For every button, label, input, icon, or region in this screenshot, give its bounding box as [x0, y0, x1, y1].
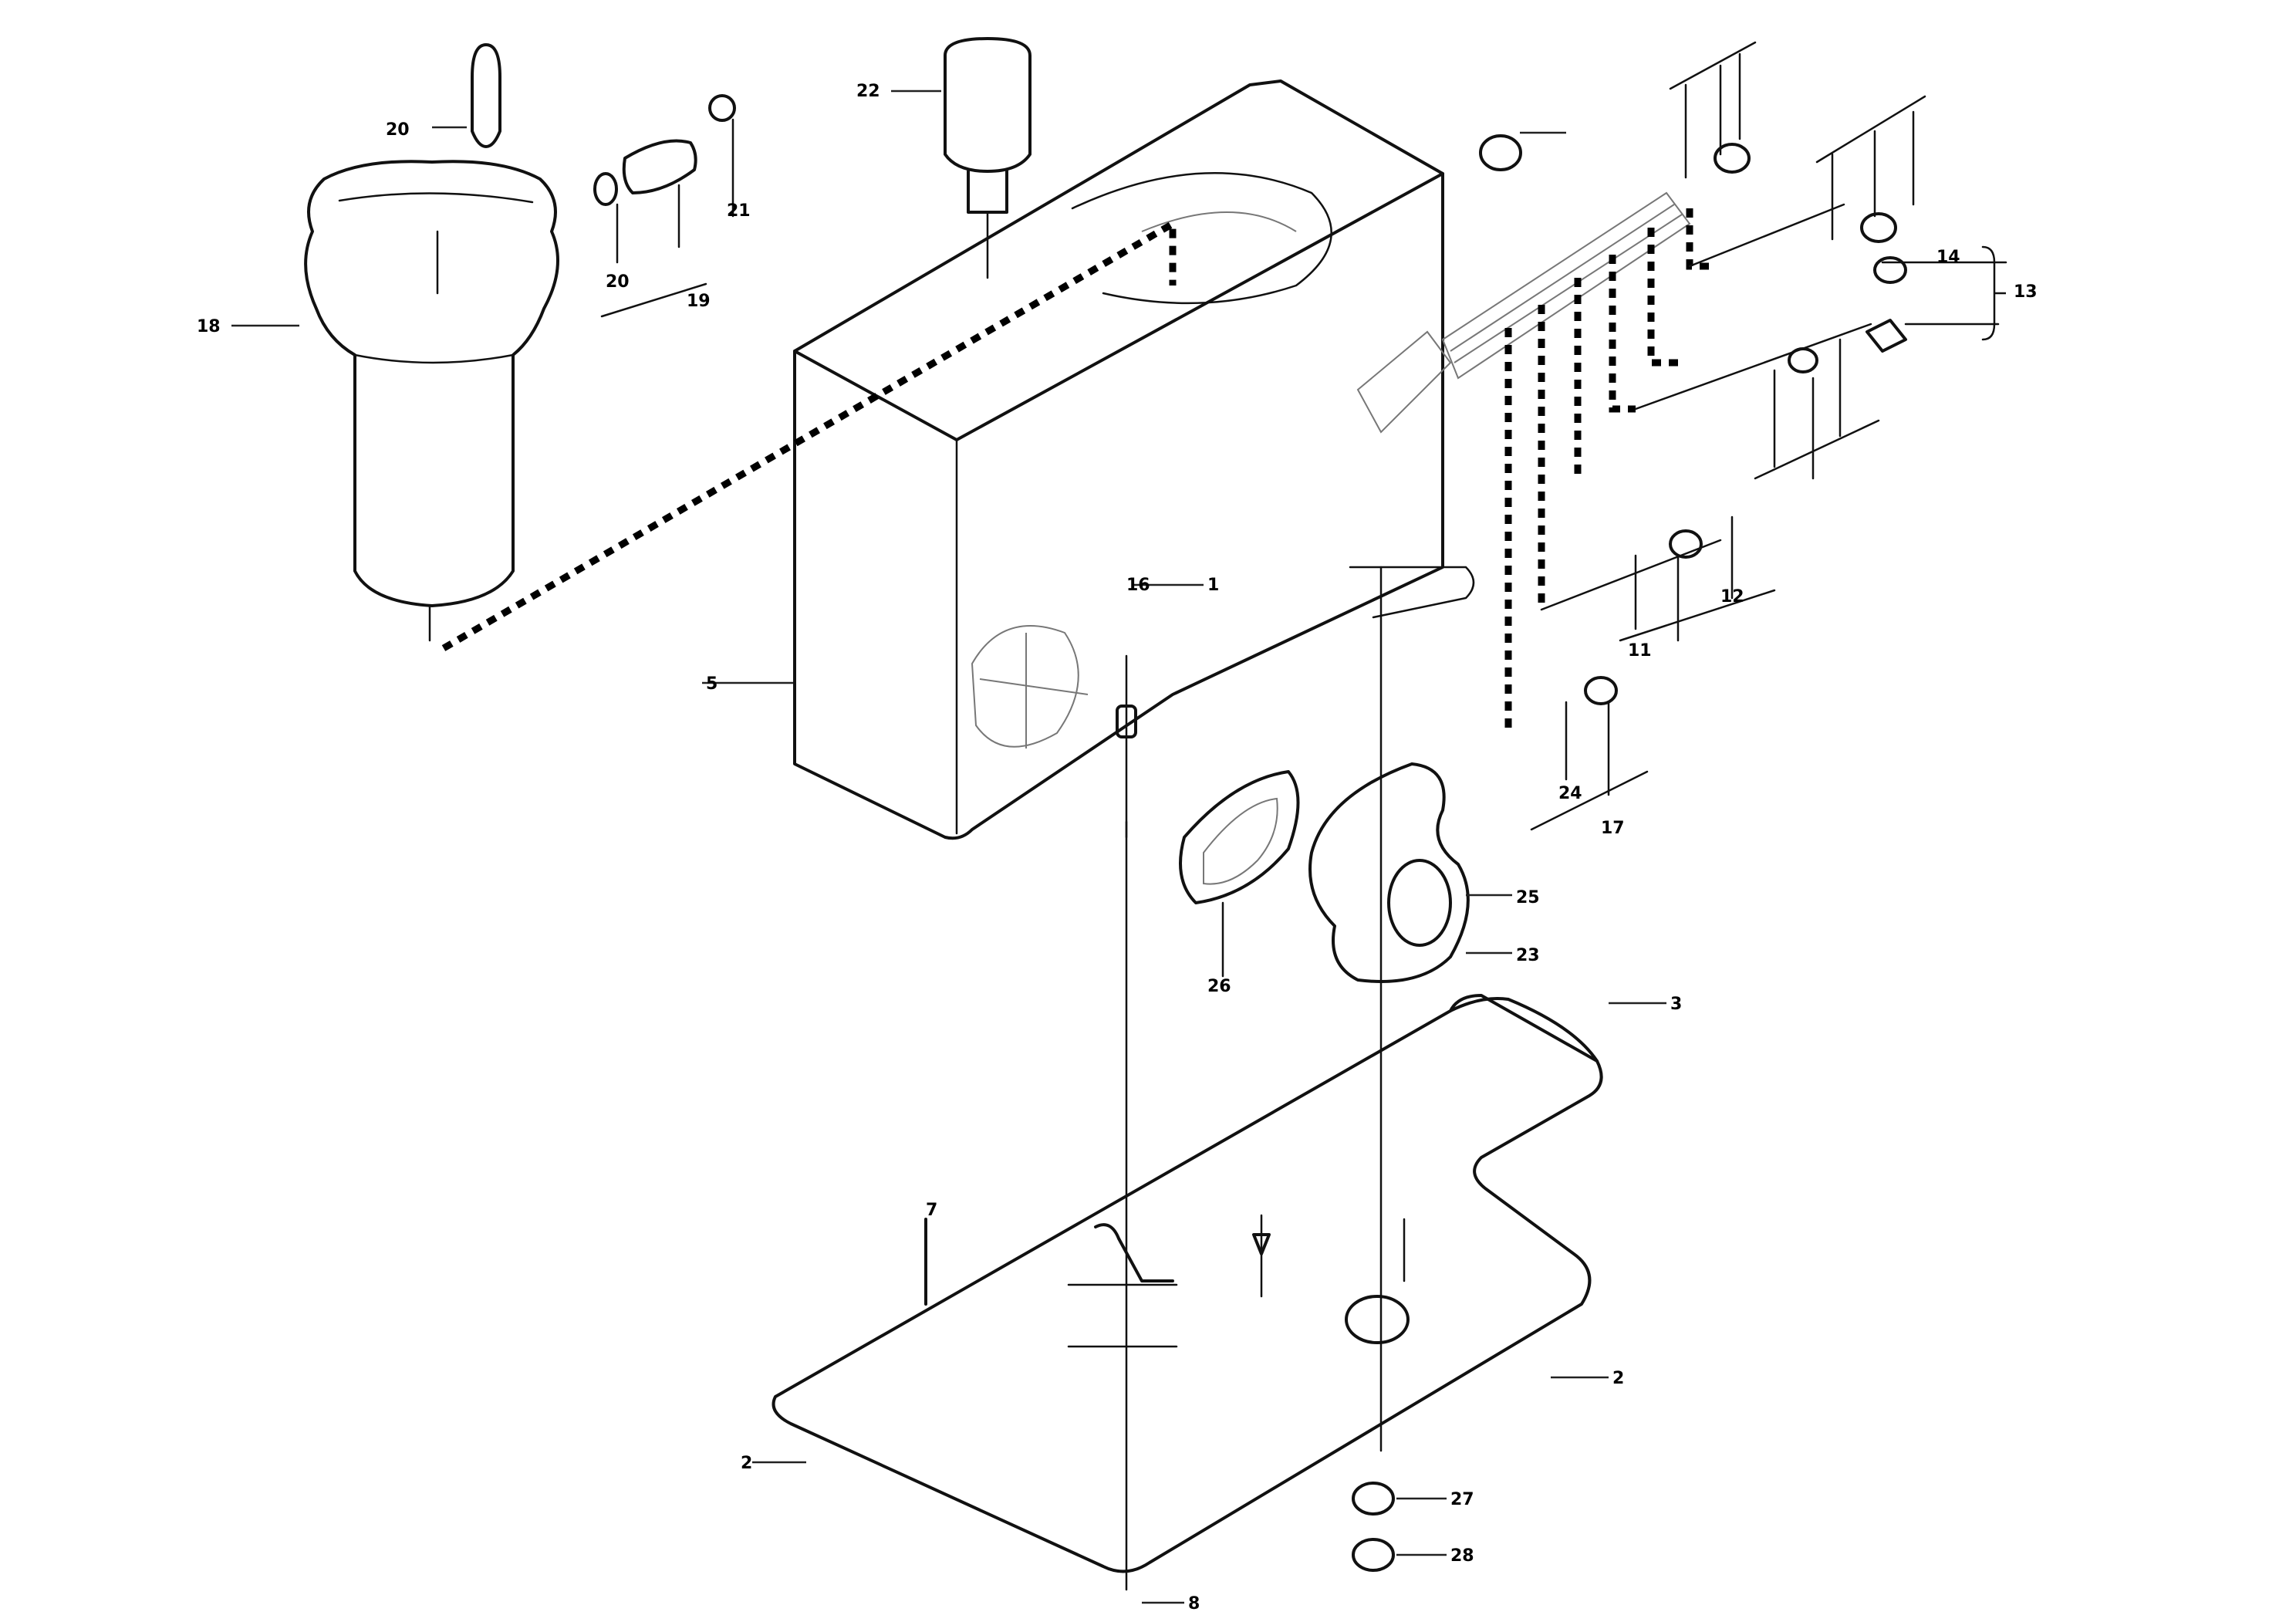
callout-2b: 2: [741, 1454, 752, 1473]
callout-13: 13: [2014, 282, 2038, 302]
pipe-routing-lines: [441, 208, 1717, 733]
callout-25: 25: [1516, 888, 1540, 907]
flange-gasket: [1179, 770, 1300, 978]
callout-27: 27: [1450, 1490, 1474, 1509]
callout-26: 26: [1207, 977, 1231, 996]
callout-21: 21: [727, 201, 751, 221]
callout-20b: 20: [606, 272, 630, 292]
callout-2: 2: [1612, 1369, 1624, 1388]
callout-14: 14: [1936, 248, 1960, 267]
mounting-plate: [752, 994, 1666, 1604]
callout-22: 22: [856, 82, 880, 101]
callout-17: 17: [1601, 819, 1625, 838]
fitting-stack-upper: [1669, 41, 1926, 353]
fitting-stack-lower: [1530, 245, 2007, 831]
callout-24: 24: [1558, 784, 1582, 803]
filter-cap-plug: [432, 43, 501, 148]
callout-labels: 20 18 22 21 19 20 5 16 1 25 23 26 3 2 2 …: [197, 82, 2038, 1614]
callout-28: 28: [1450, 1546, 1474, 1566]
callout-8: 8: [1188, 1594, 1200, 1614]
callout-11: 11: [1628, 641, 1652, 661]
breather-filter: [891, 37, 1032, 279]
pipe-manifold: [1441, 131, 1691, 380]
callout-5: 5: [706, 674, 718, 694]
callout-23: 23: [1516, 946, 1540, 965]
callout-1: 1: [1207, 576, 1219, 595]
callout-16: 16: [1126, 576, 1150, 595]
callout-19: 19: [687, 292, 711, 311]
suction-flange: [1308, 762, 1512, 983]
callout-20: 20: [386, 120, 410, 140]
filter-housing: [231, 160, 559, 642]
hydraulic-tank: [702, 79, 1475, 840]
callout-7: 7: [926, 1201, 937, 1220]
callout-3: 3: [1670, 995, 1682, 1014]
fitting-stack-middle: [1540, 323, 1880, 642]
mounting-hardware: [924, 1214, 1447, 1572]
sensor-fitting: [593, 94, 736, 318]
callout-12: 12: [1720, 587, 1744, 607]
assembly-centerline: [1116, 566, 1383, 1591]
callout-18: 18: [197, 317, 221, 336]
